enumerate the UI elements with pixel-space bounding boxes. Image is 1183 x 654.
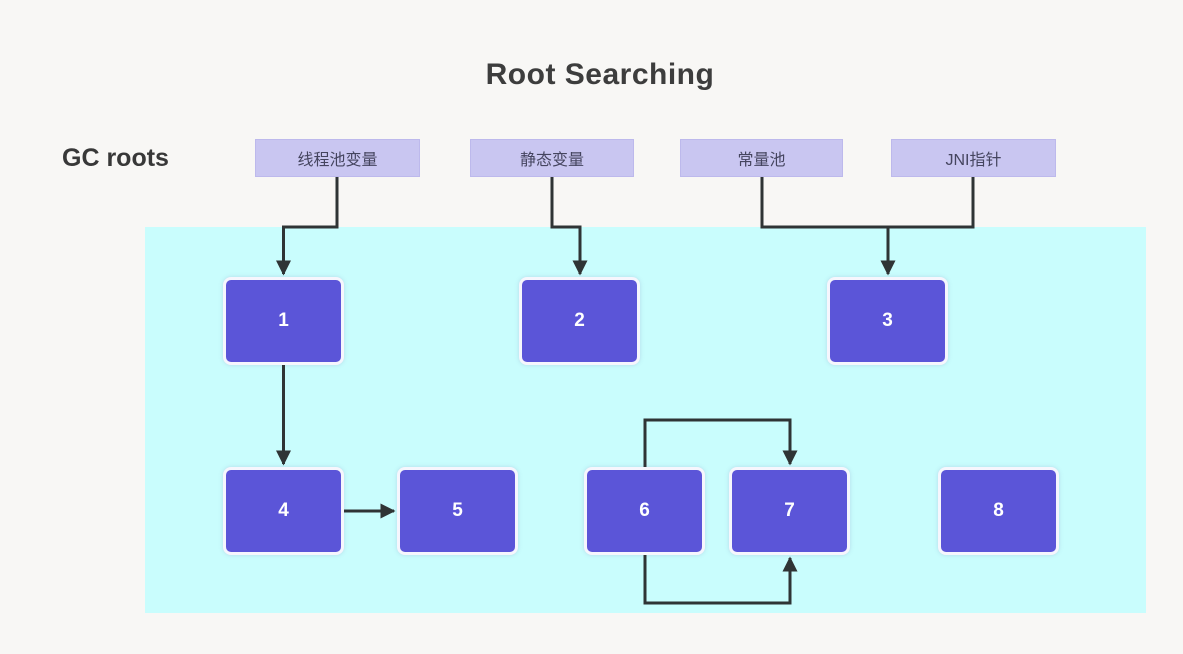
heap-node-label: 3 <box>882 310 893 331</box>
root-box-static-variable: 静态变量 <box>470 139 634 177</box>
heap-node-label: 7 <box>784 500 795 521</box>
root-box-label: 线程池变量 <box>297 152 378 169</box>
heap-node-label: 5 <box>452 500 463 521</box>
root-box-label: 静态变量 <box>519 152 584 169</box>
heap-node-label: 2 <box>574 310 585 331</box>
root-box-label: JNI指针 <box>945 152 1002 169</box>
heap-node-7: 7 <box>729 467 850 555</box>
gc-roots-label: GC roots <box>62 144 169 172</box>
heap-node-8: 8 <box>938 467 1059 555</box>
page-title: Root Searching <box>485 58 715 91</box>
heap-node-5: 5 <box>397 467 518 555</box>
heap-node-2: 2 <box>519 277 640 365</box>
heap-node-label: 4 <box>278 500 289 521</box>
heap-node-3: 3 <box>827 277 948 365</box>
heap-node-6: 6 <box>584 467 705 555</box>
heap-node-label: 8 <box>993 500 1004 521</box>
root-box-label: 常量池 <box>737 152 786 169</box>
edge-constant-pool-jni-joint <box>760 177 975 229</box>
root-box-jni-pointer: JNI指针 <box>891 139 1056 177</box>
heap-node-label: 6 <box>639 500 650 521</box>
heap-node-label: 1 <box>278 310 289 331</box>
heap-node-4: 4 <box>223 467 344 555</box>
heap-node-1: 1 <box>223 277 344 365</box>
root-box-thread-pool-variable: 线程池变量 <box>255 139 420 177</box>
root-box-constant-pool: 常量池 <box>680 139 843 177</box>
